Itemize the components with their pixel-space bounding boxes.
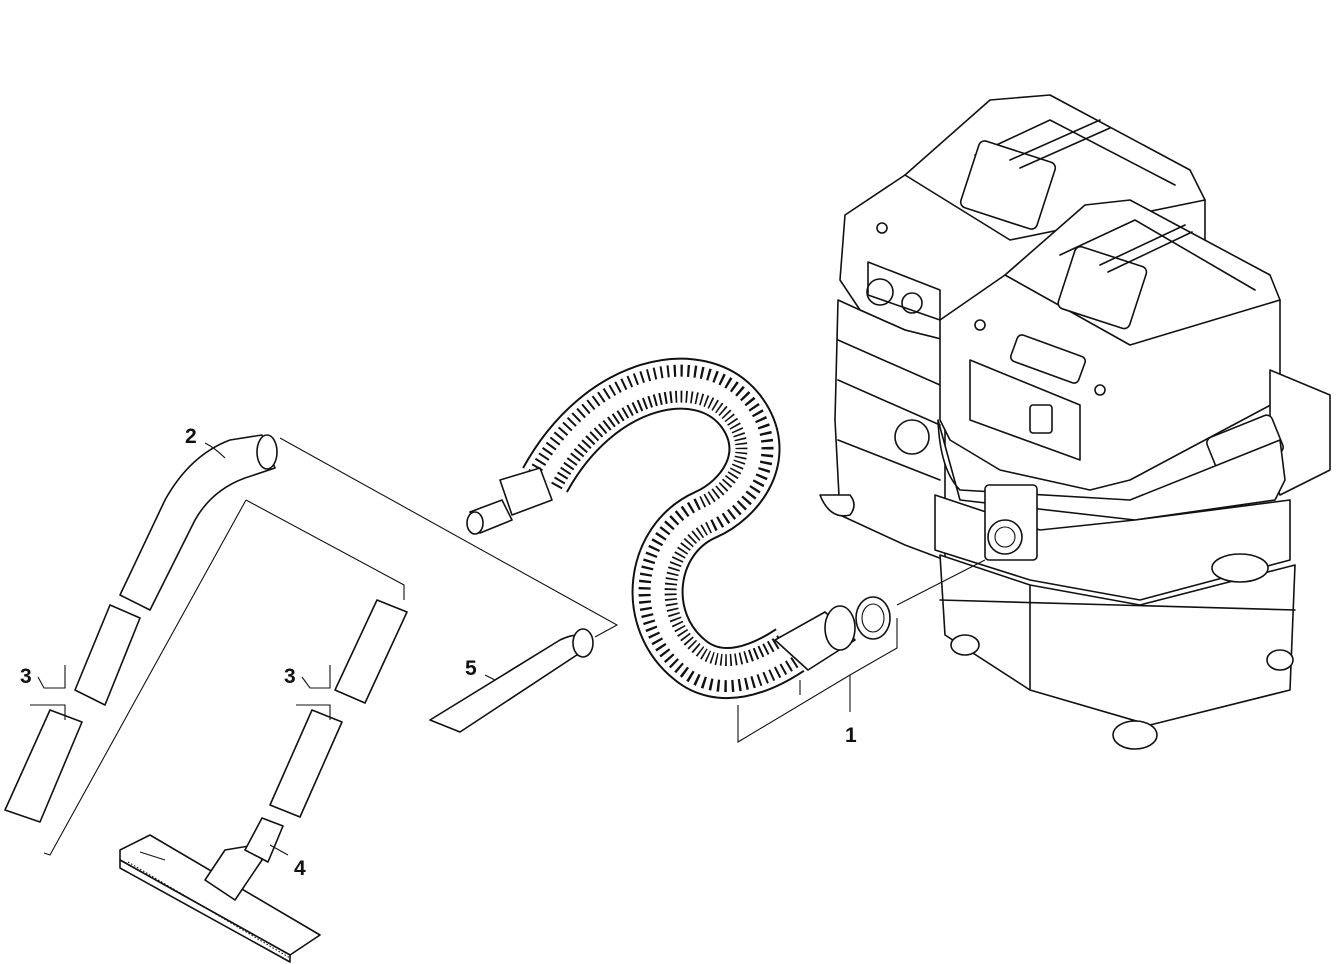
floor-nozzle — [119, 817, 321, 963]
bent-tube — [119, 434, 278, 611]
extension-tube-right — [269, 599, 408, 818]
vacuum-cleaner-rear — [819, 94, 1206, 561]
leader-lines — [30, 437, 986, 856]
callout-5: 5 — [465, 657, 477, 680]
callout-4: 4 — [294, 857, 306, 880]
callout-2: 2 — [185, 425, 197, 448]
suction-hose — [466, 357, 891, 700]
callout-3-left: 3 — [20, 665, 32, 688]
extension-tube-left — [4, 604, 141, 823]
callout-1: 1 — [845, 724, 857, 747]
vacuum-cleaner-front — [934, 199, 1331, 750]
callout-3-right: 3 — [284, 665, 296, 688]
crevice-nozzle — [429, 628, 594, 733]
